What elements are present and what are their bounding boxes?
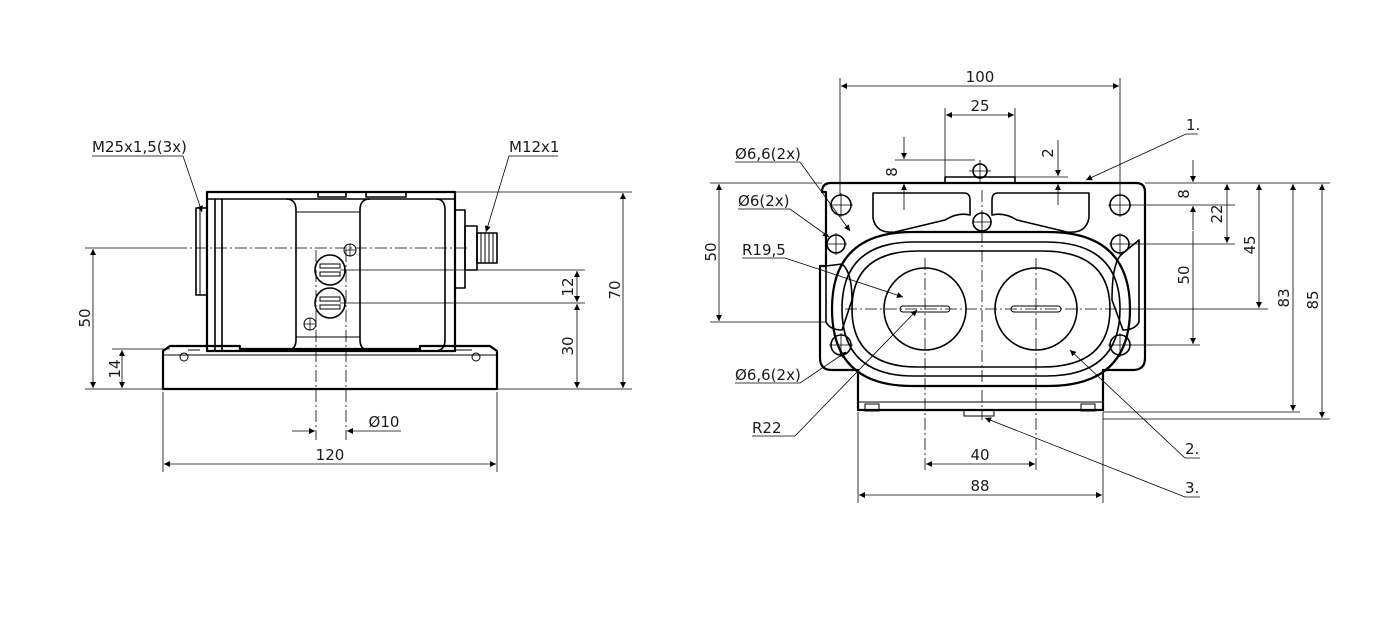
dim-width-88: 88 bbox=[970, 477, 989, 495]
dim-offset-8-right: 8 bbox=[1175, 189, 1193, 199]
dim-diameter-10: Ø10 bbox=[369, 413, 400, 431]
dim-height-50-right: 50 bbox=[1175, 265, 1193, 284]
dim-width-100: 100 bbox=[966, 68, 995, 86]
base-flange bbox=[161, 344, 499, 391]
dim-spacing-12: 12 bbox=[559, 277, 577, 296]
dim-height-22: 22 bbox=[1208, 204, 1226, 223]
callout-hole-66-top: Ø6,6(2x) bbox=[735, 145, 801, 163]
dim-height-83: 83 bbox=[1275, 288, 1293, 307]
dim-height-85: 85 bbox=[1304, 290, 1322, 309]
top-dimensions: 100 25 2 8 50 bbox=[702, 68, 1330, 503]
callout-item-1: 1. bbox=[1186, 116, 1200, 134]
callout-hole-66-bottom: Ø6,6(2x) bbox=[735, 366, 801, 384]
dim-length-120: 120 bbox=[316, 446, 345, 464]
dim-spacing-40: 40 bbox=[970, 446, 989, 464]
callout-radius-22: R22 bbox=[752, 419, 782, 437]
dim-gap-2: 2 bbox=[1039, 148, 1057, 158]
top-view: 100 25 2 8 50 bbox=[702, 68, 1330, 503]
dim-height-50: 50 bbox=[76, 308, 94, 327]
dim-width-25: 25 bbox=[970, 97, 989, 115]
side-dimensions: 50 14 12 30 70 Ø10 120 bbox=[76, 138, 632, 472]
dim-offset-8-left: 8 bbox=[883, 167, 901, 177]
callout-hole-6: Ø6(2x) bbox=[738, 192, 789, 210]
dim-height-45: 45 bbox=[1241, 235, 1259, 254]
housing-body bbox=[195, 190, 498, 353]
dim-height-30: 30 bbox=[559, 336, 577, 355]
enclosure-outline bbox=[818, 160, 1147, 417]
dim-base-height-14: 14 bbox=[106, 359, 124, 378]
callout-item-2: 2. bbox=[1185, 440, 1199, 458]
callout-m12-thread: M12x1 bbox=[509, 138, 559, 156]
dim-height-50-left: 50 bbox=[702, 242, 720, 261]
dim-height-70: 70 bbox=[606, 280, 624, 299]
side-view: 50 14 12 30 70 Ø10 120 bbox=[76, 138, 632, 472]
callout-item-3: 3. bbox=[1185, 479, 1199, 497]
callout-m25-thread: M25x1,5(3x) bbox=[92, 138, 187, 156]
callout-radius-19-5: R19,5 bbox=[742, 241, 786, 259]
